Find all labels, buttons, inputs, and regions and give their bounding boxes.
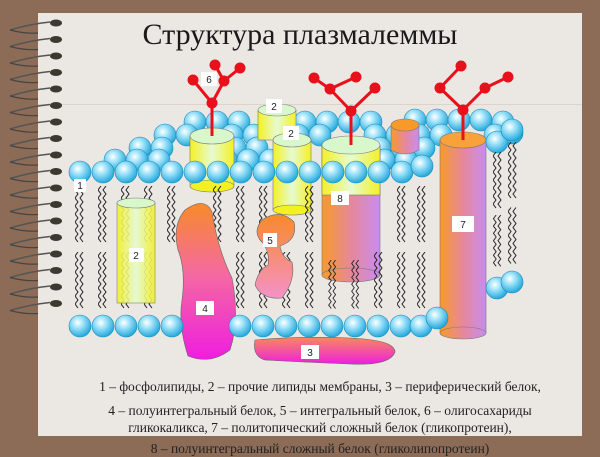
top-leaflet-front-heads bbox=[68, 118, 524, 184]
diagram-labels: 6 2 2 1 8 7 5 2 4 3 bbox=[74, 72, 474, 359]
legend-line-4: 8 – полуинтегральный сложный белок (глик… bbox=[150, 441, 490, 456]
bottom-leaflet-heads bbox=[68, 270, 524, 338]
label-3: 3 bbox=[307, 348, 313, 359]
label-8: 8 bbox=[337, 194, 343, 205]
spiral-binding-icon bbox=[9, 19, 62, 315]
protein-5-integral bbox=[254, 214, 295, 299]
label-6: 6 bbox=[206, 75, 212, 86]
label-2-mid: 2 bbox=[288, 129, 294, 140]
legend-line-3: гликокаликса, 7 – политопический сложный… bbox=[128, 420, 512, 435]
legend-line-2: 4 – полуинтегральный белок, 5 – интеграл… bbox=[60, 402, 580, 436]
protein-4-semi-integral bbox=[175, 203, 236, 360]
paper-rule-line bbox=[38, 104, 582, 105]
label-5: 5 bbox=[267, 236, 273, 247]
slide-title: Структура плазмалеммы bbox=[142, 18, 458, 51]
legend-line-2a: 4 – полуинтегральный белок, 5 – интеграл… bbox=[108, 403, 532, 418]
label-1: 1 bbox=[77, 181, 83, 192]
oligosaccharide-glycocalyx bbox=[187, 59, 514, 145]
label-4: 4 bbox=[202, 304, 208, 315]
label-7: 7 bbox=[460, 220, 466, 231]
label-2-back: 2 bbox=[271, 102, 277, 113]
back-protein bbox=[390, 118, 420, 155]
protein-7-glycoprotein bbox=[439, 131, 487, 340]
protein-3-peripheral bbox=[254, 337, 396, 365]
label-2-inner: 2 bbox=[133, 251, 139, 262]
legend-line-1: 1 – фосфолипиды, 2 – прочие липиды мембр… bbox=[99, 379, 541, 394]
